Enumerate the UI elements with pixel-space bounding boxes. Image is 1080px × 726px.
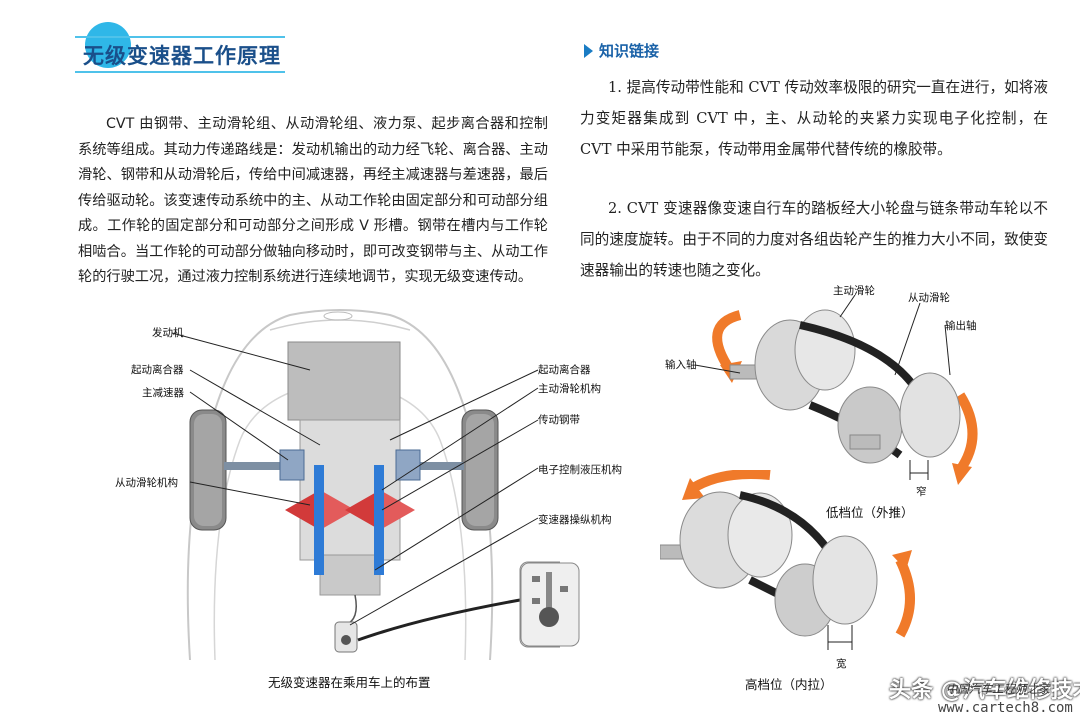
label-driven-pulley: 从动滑轮机构 [115,477,178,489]
shifter-zoom-icon [520,562,580,647]
body-paragraph: CVT 由钢带、主动滑轮组、从动滑轮组、液力泵、起步离合器和控制系统等组成。其动… [78,116,548,285]
knowledge-link-title: 知识链接 [599,42,660,60]
title-banner: 无级变速器工作原理 [75,22,287,74]
label-input-shaft: 输入轴 [665,359,697,371]
watermark-site-url: www.cartech8.com [938,700,1073,716]
title-decoration [85,22,131,68]
high-gear-caption: 高档位（内拉） [745,677,833,692]
label-output-shaft: 输出轴 [945,320,977,332]
label-hydraulic: 电子控制液压机构 [538,464,622,476]
label-narrow: 窄 [916,486,927,498]
label-pulley-drive: 主动滑轮 [833,285,875,297]
label-final-drive: 主减速器 [142,387,184,399]
pulley-high-gear-figure [660,470,915,650]
page-title: 无级变速器工作原理 [83,44,281,68]
label-steel-belt: 传动钢带 [538,414,580,426]
label-pulley-driven: 从动滑轮 [908,292,950,304]
label-wide: 宽 [836,658,847,670]
label-start-clutch-left: 起动离合器 [131,364,184,376]
triangle-icon [584,44,593,58]
watermark-brand: 头条 @汽车维修技术 [889,678,1080,703]
knowledge-link-heading: 知识链接 [584,40,659,61]
car-cvt-layout-figure [171,309,560,661]
label-drive-pulley: 主动滑轮机构 [538,383,601,395]
label-engine: 发动机 [152,327,184,339]
knowledge-paragraph-2: 2. CVT 变速器像变速自行车的踏板经大小轮盘与链条带动车轮以不同的速度旋转。… [580,200,1048,279]
car-figure-caption: 无级变速器在乘用车上的布置 [268,675,431,690]
low-gear-caption: 低档位（外推） [826,505,914,520]
watermark-site-cn: 中国汽车工程师之家 [946,682,1050,696]
label-shift-mech: 变速器操纵机构 [538,514,612,526]
label-start-clutch-right: 起动离合器 [538,364,591,376]
title-rule-top [75,36,285,38]
knowledge-paragraph-1: 1. 提高传动带性能和 CVT 传动效率极限的研究一直在进行，如将液力变矩器集成… [580,79,1048,158]
pulley-low-gear-figure [694,295,978,485]
title-rule-bottom [75,71,285,73]
